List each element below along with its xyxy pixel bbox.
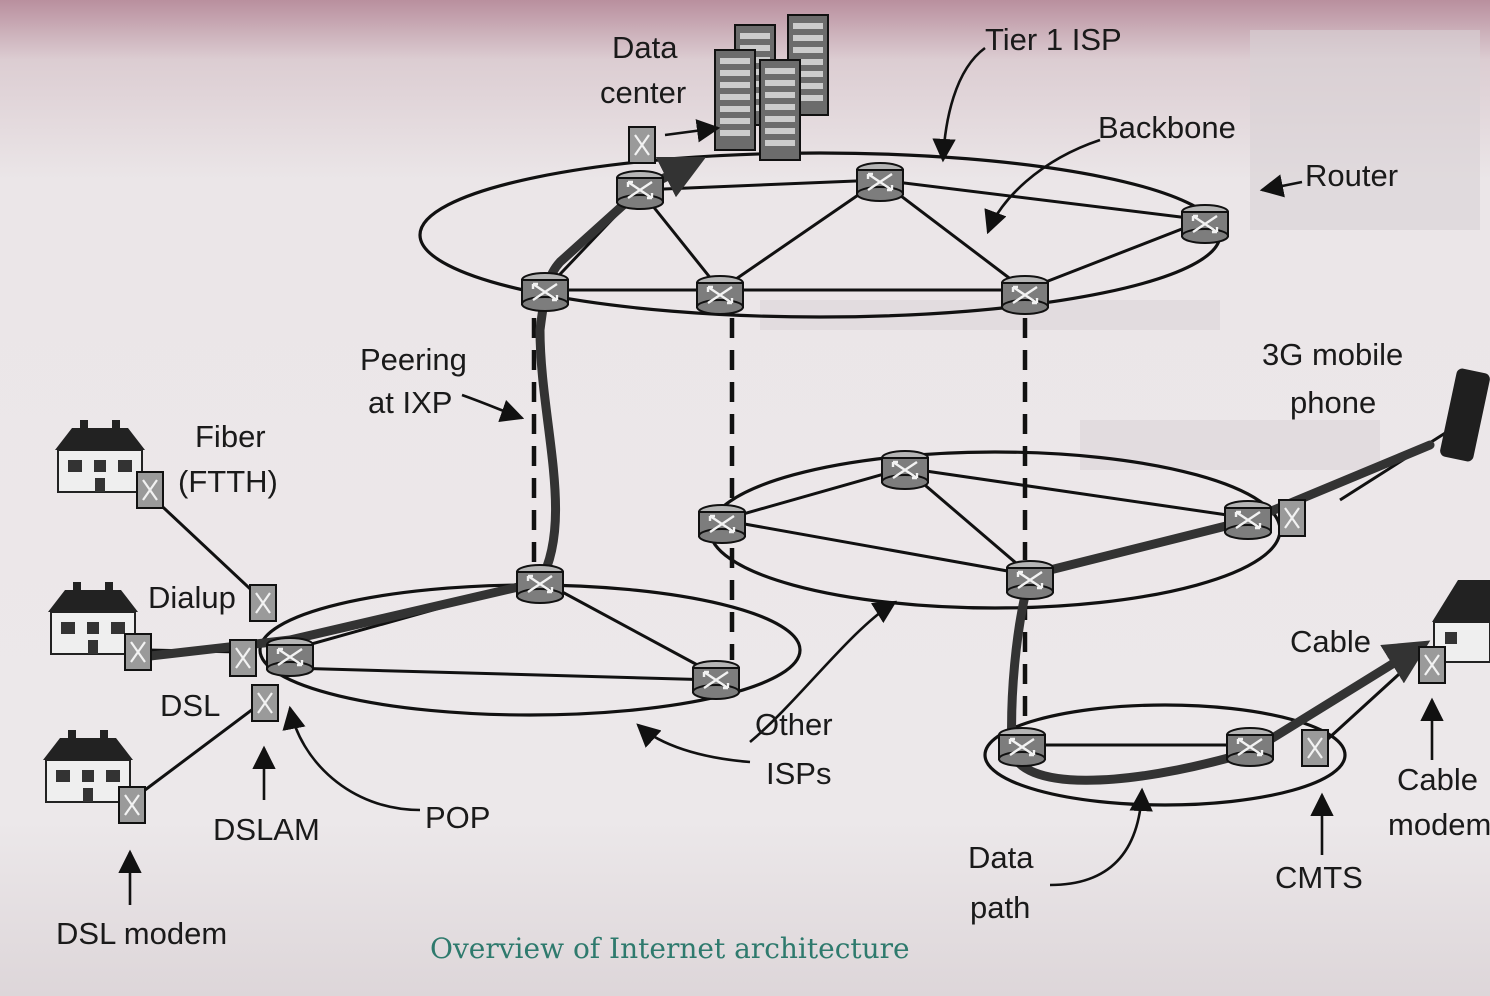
cable-label: Cable: [1290, 624, 1371, 659]
tier1-isp-label: Tier 1 ISP: [985, 22, 1122, 57]
isp-router: [880, 449, 930, 491]
isp-router: [1005, 559, 1055, 601]
label-arrows: [118, 46, 1444, 905]
peering-label: Peering at IXP: [360, 342, 475, 420]
backbone-router: [615, 169, 665, 211]
isp-router: [697, 503, 747, 545]
backbone-label: Backbone: [1098, 110, 1236, 145]
cmts-label: CMTS: [1275, 860, 1363, 895]
mobile-phone-icon: [1440, 368, 1490, 462]
cmts-device: [1300, 728, 1330, 768]
house-fiber: [54, 419, 165, 510]
datacenter-switch: [627, 125, 657, 165]
pop-label: POP: [425, 800, 490, 835]
data-path-label: Data path: [968, 840, 1042, 925]
isp-switch: [1277, 498, 1307, 538]
peering-links: [531, 318, 1028, 725]
pop-router: [265, 636, 315, 678]
data-path-mobile: [1007, 440, 1435, 785]
house-dialup: [47, 581, 153, 672]
backbone-router: [520, 271, 570, 313]
dsl-modem-label: DSL modem: [56, 916, 227, 951]
cable-isp-ring: [983, 703, 1347, 807]
isp-router: [515, 563, 565, 605]
background-page-texture: [760, 30, 1480, 470]
fiber-label: Fiber (FTTH): [178, 419, 278, 499]
isp-router: [691, 659, 741, 701]
dslam-label: DSLAM: [213, 812, 320, 847]
backbone-router: [695, 274, 745, 316]
data-center-servers: [714, 14, 829, 161]
isp-router: [1223, 499, 1273, 541]
pop-device: [228, 638, 258, 678]
other-isps-label: Other ISPs: [755, 707, 841, 791]
house-cable: [1417, 580, 1490, 685]
backbone-router: [855, 161, 905, 203]
dialup-label: Dialup: [148, 580, 236, 615]
dslam-device: [250, 683, 280, 723]
isp-router: [997, 726, 1047, 768]
cable-modem-label: Cable modem: [1388, 762, 1490, 842]
dialup-device: [248, 583, 278, 623]
mobile-phone-label: 3G mobile phone: [1262, 337, 1412, 420]
other-isp-links: [721, 466, 1249, 577]
house-dsl: [42, 729, 147, 825]
backbone-router: [1180, 203, 1230, 245]
figure-caption: Overview of Internet architecture: [430, 932, 910, 965]
dsl-label: DSL: [160, 688, 220, 723]
backbone-router: [1000, 274, 1050, 316]
data-center-label: Data center: [600, 30, 686, 110]
router-label: Router: [1305, 158, 1398, 193]
isp-router: [1225, 726, 1275, 768]
